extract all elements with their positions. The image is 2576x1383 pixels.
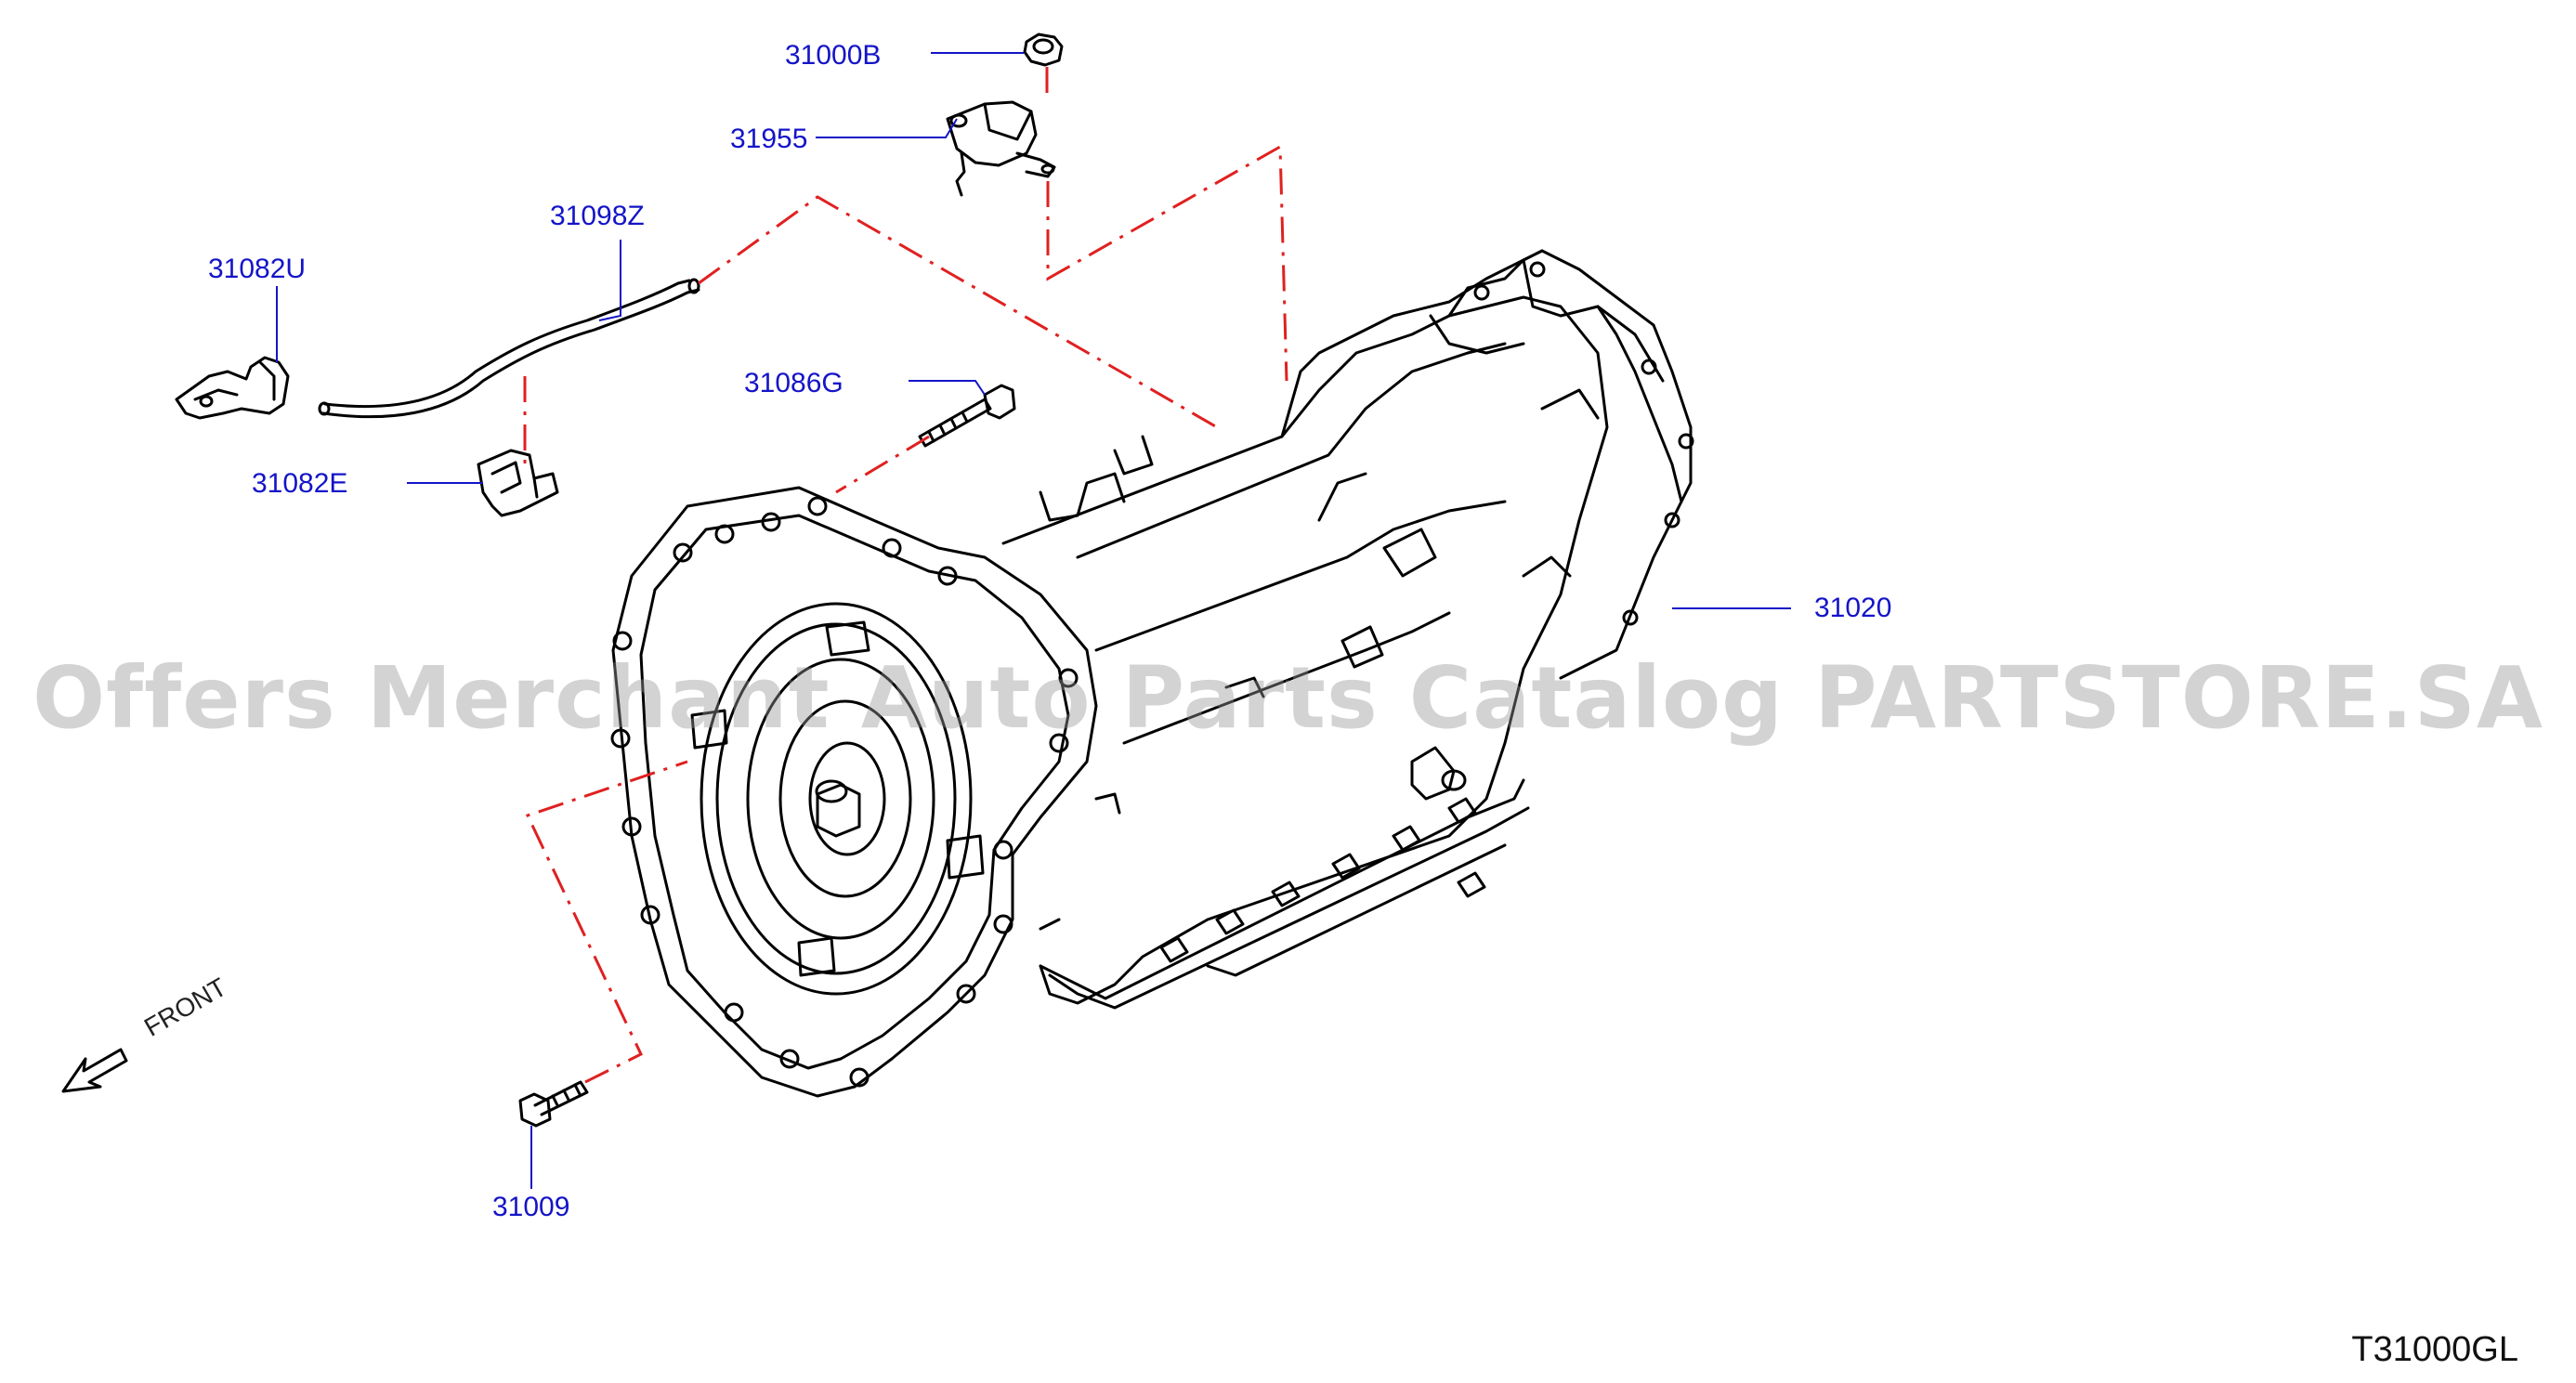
part-label-31082U[interactable]: 31082U [208, 254, 307, 284]
bracket-31082U [175, 356, 290, 420]
hose-31098Z [318, 278, 700, 419]
part-label-31086G[interactable]: 31086G [744, 368, 843, 398]
front-arrow-icon [61, 1048, 128, 1093]
bolt-31086G [918, 384, 1016, 448]
assembly-lines [523, 67, 1288, 1084]
leader-lines [276, 52, 1791, 1189]
bolt-31009 [518, 1080, 589, 1128]
clip-31082E [477, 449, 559, 517]
nut-31000B [1023, 33, 1064, 67]
diagram-code: T31000GL [2351, 1330, 2518, 1369]
part-label-31020[interactable]: 31020 [1814, 593, 1892, 623]
transmission-case [610, 249, 1694, 1098]
part-label-31009[interactable]: 31009 [492, 1192, 570, 1222]
sensor-31955 [946, 100, 1056, 197]
part-label-31098Z[interactable]: 31098Z [550, 201, 645, 231]
part-label-31000B[interactable]: 31000B [785, 40, 882, 71]
part-label-31082E[interactable]: 31082E [252, 468, 348, 499]
part-label-31955[interactable]: 31955 [730, 124, 808, 154]
